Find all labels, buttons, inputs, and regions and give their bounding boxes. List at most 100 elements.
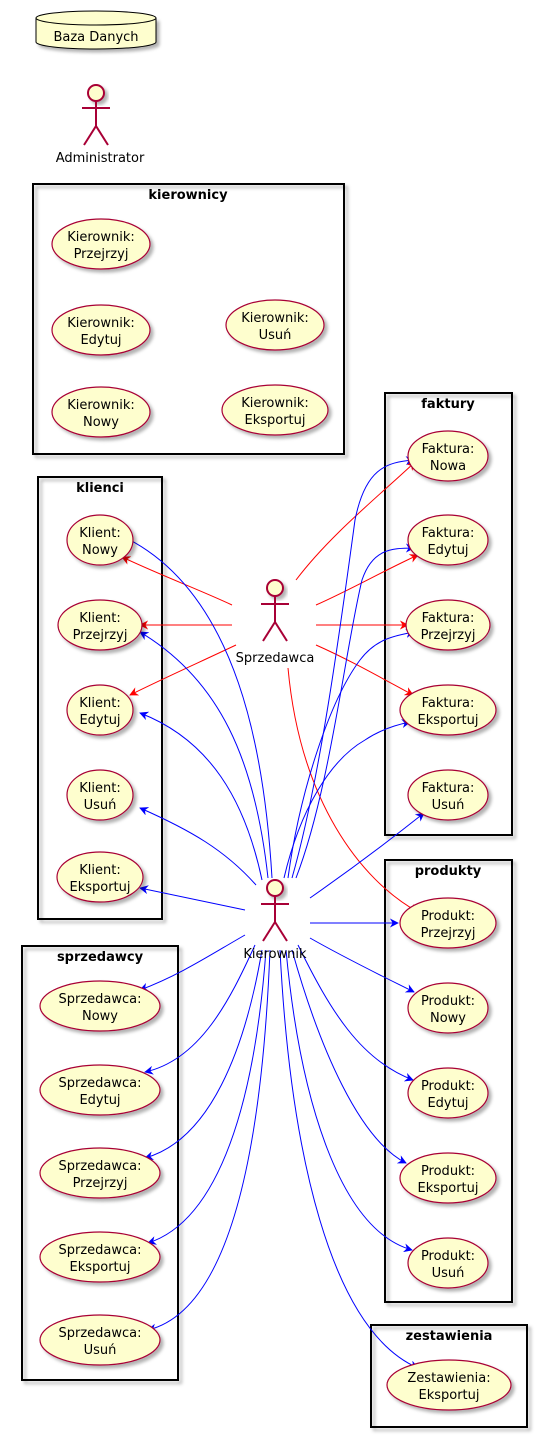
- package-kierownicy: kierownicy: [32, 183, 345, 455]
- usecase-label-line-2: Eksportuj: [244, 413, 305, 428]
- usecase-label-line-2: Przejrzyj: [421, 628, 476, 643]
- usecase-label-line-1: Kierownik:: [241, 396, 309, 411]
- usecase-ellipse: [407, 769, 489, 821]
- package-klienci: klienci: [37, 476, 163, 920]
- actor-label-sprzedawca: Sprzedawca: [236, 651, 315, 666]
- usecase-ellipse: [399, 1152, 497, 1204]
- edge-kierownik-zestawienia-eksportuj: [279, 949, 419, 1369]
- package-produkty: produkty: [384, 859, 513, 1303]
- usecase-label-line-2: Edytuj: [80, 333, 121, 348]
- database-label: Baza Danych: [53, 30, 138, 45]
- usecase-label-line-2: Przejrzyj: [73, 628, 128, 643]
- usecase-produkty-nowy: Produkt:Nowy: [407, 982, 489, 1034]
- usecase-label-line-1: Faktura:: [422, 696, 475, 711]
- usecase-ellipse: [66, 684, 134, 736]
- package-title-produkty: produkty: [415, 864, 482, 879]
- usecase-label-line-1: Sprzedawca:: [58, 1243, 141, 1258]
- usecase-ellipse: [51, 386, 151, 438]
- usecase-label-line-1: Klient:: [79, 863, 120, 878]
- edge-sprzedawca-faktura-edytuj: [315, 554, 419, 606]
- edge-sprzedawca-produkt-przejrzyj: [287, 667, 419, 913]
- actor-label-administrator: Administrator: [56, 151, 145, 166]
- usecase-faktury-usun: Faktura: Usuń: [407, 769, 489, 821]
- usecase-label-line-1: Faktura:: [422, 781, 475, 796]
- usecase-faktury-nowa: Faktura:Nowa: [407, 430, 489, 482]
- usecase-faktury-eksportuj: Faktura:Eksportuj: [399, 684, 497, 736]
- usecase-label-line-1: Klient:: [79, 611, 120, 626]
- edge-kierownik-produkt-edytuj: [297, 944, 414, 1082]
- package-sprzedawcy: sprzedawcy: [21, 945, 179, 1381]
- usecase-label-line-2: Eksportuj: [69, 1260, 130, 1275]
- usecase-klienci-edytuj: Klient:Edytuj: [66, 684, 134, 736]
- usecase-klienci-przejrzyj: Klient: Przejrzyj: [57, 599, 143, 651]
- edge-kierownik-produkt-usun: [285, 949, 413, 1253]
- usecase-ellipse: [399, 897, 497, 949]
- usecase-label-line-2: Usuń: [432, 1266, 465, 1281]
- usecase-label-line-2: Usuń: [84, 1343, 117, 1358]
- actor-sprzedawca: [261, 579, 289, 642]
- usecase-label-line-2: Usuń: [84, 798, 117, 813]
- usecase-label-line-2: Przejrzyj: [74, 247, 129, 262]
- usecase-label-line-2: Usuń: [432, 798, 465, 813]
- usecase-ellipse: [405, 599, 491, 651]
- usecase-label-line-1: Sprzedawca:: [58, 992, 141, 1007]
- actor-administrator: [82, 84, 110, 146]
- usecase-klienci-eksportuj: Klient: Eksportuj: [56, 851, 144, 903]
- usecase-label-line-2: Przejrzyj: [421, 926, 476, 941]
- usecase-sprzedawcy-edytuj: Sprzedawca:Edytuj: [39, 1064, 161, 1116]
- usecase-label-line-2: Przejrzyj: [73, 1176, 128, 1191]
- usecase-label-line-1: Sprzedawca:: [58, 1159, 141, 1174]
- edges-kierownik: [119, 456, 425, 1369]
- usecase-klienci-usun: Klient: Usuń: [66, 769, 134, 821]
- usecase-ellipse: [407, 1237, 489, 1289]
- edge-sprzedawca-faktura-nowa: [295, 461, 416, 581]
- usecase-ellipse: [407, 430, 489, 482]
- usecase-label-line-2: Usuń: [259, 328, 292, 343]
- usecase-zestawienia-eksportuj: Zestawienia:Eksportuj: [386, 1359, 512, 1411]
- usecase-label-line-1: Klient:: [79, 781, 120, 796]
- usecase-label-line-1: Sprzedawca:: [58, 1326, 141, 1341]
- usecase-label-line-1: Zestawienia:: [407, 1371, 490, 1386]
- usecase-klienci-nowy: Klient:Nowy: [66, 514, 134, 566]
- usecase-label-line-1: Produkt:: [421, 909, 475, 924]
- usecase-ellipse: [407, 982, 489, 1034]
- usecase-produkty-eksportuj: Produkt:Eksportuj: [399, 1152, 497, 1204]
- edge-kierownik-produkt-eksportuj: [291, 949, 407, 1164]
- edge-kierownik-klient-nowy: [119, 534, 273, 879]
- package-title-faktury: faktury: [421, 397, 475, 412]
- edge-kierownik-sprzedawca-przejrzyj: [144, 949, 263, 1161]
- edge-kierownik-klient-eksportuj: [139, 885, 246, 911]
- usecase-ellipse: [57, 599, 143, 651]
- usecase-label-line-1: Produkt:: [421, 1164, 475, 1179]
- edge-kierownik-klient-edytuj: [139, 711, 263, 881]
- usecase-label-line-1: Kierownik:: [241, 311, 309, 326]
- edge-kierownik-faktura-nowa: [291, 456, 415, 879]
- edge-kierownik-sprzedawca-nowy: [139, 934, 246, 992]
- usecase-label-line-1: Sprzedawca:: [58, 1076, 141, 1091]
- usecase-label-line-2: Nowy: [82, 543, 118, 558]
- usecase-ellipse: [51, 218, 151, 270]
- edge-kierownik-faktura-usun: [309, 812, 425, 899]
- usecase-ellipse: [56, 851, 144, 903]
- package-title-kierownicy: kierownicy: [148, 188, 228, 203]
- usecase-ellipse: [399, 684, 497, 736]
- usecase-label-line-1: Kierownik:: [67, 230, 135, 245]
- usecase-ellipse: [39, 1314, 161, 1366]
- usecase-kierownicy-nowy: Kierownik:Nowy: [51, 386, 151, 438]
- edge-sprzedawca-klient-edytuj: [129, 644, 237, 696]
- edge-kierownik-sprzedawca-edytuj: [144, 944, 256, 1075]
- usecase-ellipse: [407, 1067, 489, 1119]
- usecase-ellipse: [51, 304, 151, 356]
- usecase-ellipse: [66, 514, 134, 566]
- usecase-kierownicy-edytuj: Kierownik:Edytuj: [51, 304, 151, 356]
- usecase-kierownicy-eksportuj: Kierownik: Eksportuj: [221, 384, 329, 436]
- usecase-label-line-2: Edytuj: [79, 713, 120, 728]
- usecase-produkty-edytuj: Produkt:Edytuj: [407, 1067, 489, 1119]
- usecase-faktury-przejrzyj: Faktura:Przejrzyj: [405, 599, 491, 651]
- actor-label-kierownik: Kierownik: [243, 947, 307, 962]
- usecase-label-line-2: Eksportuj: [69, 880, 130, 895]
- usecase-ellipse: [221, 384, 329, 436]
- package-title-sprzedawcy: sprzedawcy: [57, 950, 144, 965]
- usecase-label-line-1: Kierownik:: [67, 398, 135, 413]
- usecase-ellipse: [407, 514, 489, 566]
